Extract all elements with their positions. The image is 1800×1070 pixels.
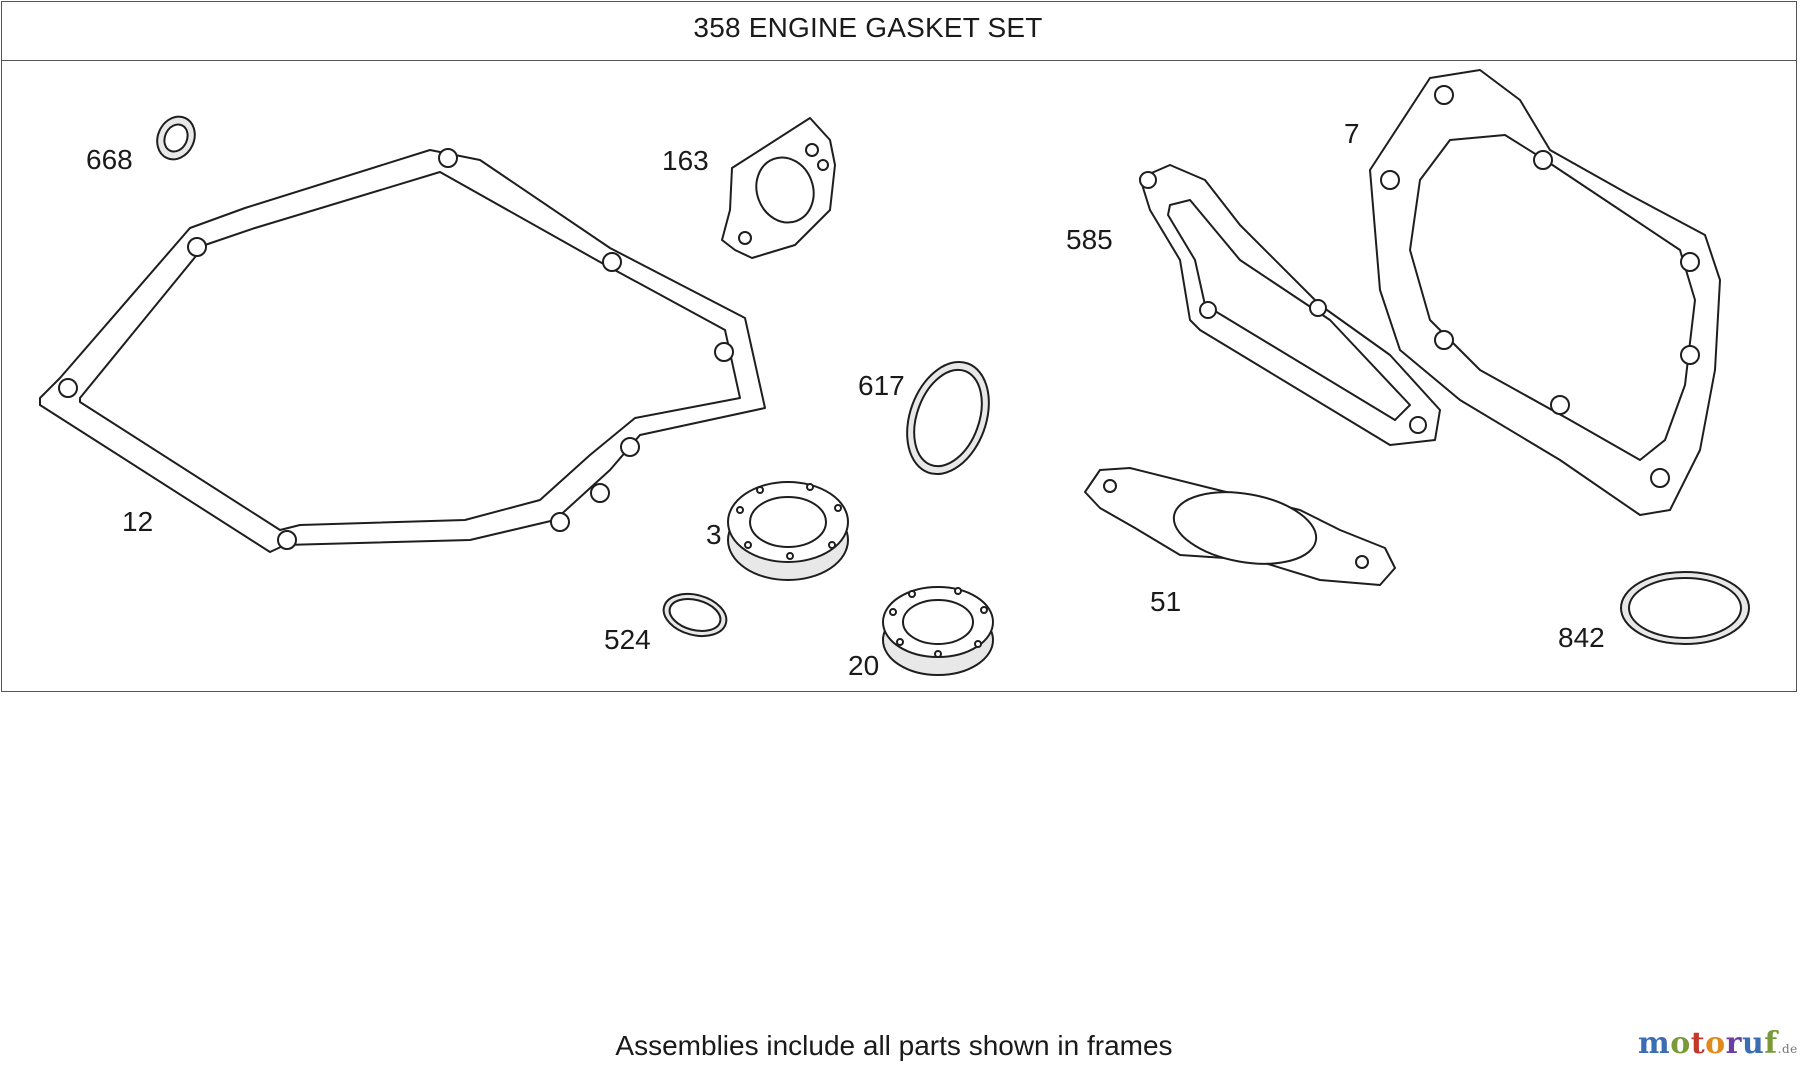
- callout-3[interactable]: 3: [706, 519, 722, 550]
- part-668-seal[interactable]: [150, 110, 201, 165]
- callout-20[interactable]: 20: [848, 650, 880, 681]
- callout-163[interactable]: 163: [662, 145, 709, 176]
- part-3-oil-seal[interactable]: [727, 481, 849, 581]
- callout-842[interactable]: 842: [1558, 622, 1605, 653]
- callout-668[interactable]: 668: [86, 144, 133, 175]
- parts-drawing: [39, 69, 1750, 676]
- part-7-head-gasket[interactable]: [1369, 69, 1721, 516]
- watermark-logo: motoruf.de: [1638, 1026, 1798, 1061]
- part-163-carburetor-gasket[interactable]: [721, 117, 836, 259]
- callout-12[interactable]: 12: [122, 506, 154, 537]
- footer-note: Assemblies include all parts shown in fr…: [615, 1030, 1173, 1061]
- part-51-exhaust-gasket[interactable]: [1084, 467, 1396, 586]
- watermark-tld: .de: [1777, 1042, 1798, 1056]
- diagram-title: 358 ENGINE GASKET SET: [693, 12, 1043, 43]
- part-524-o-ring[interactable]: [659, 587, 731, 642]
- part-617-o-ring[interactable]: [892, 351, 1003, 486]
- part-20-oil-seal[interactable]: [882, 586, 994, 676]
- part-842-o-ring[interactable]: [1620, 571, 1750, 645]
- callout-585[interactable]: 585: [1066, 224, 1113, 255]
- title-divider: [1, 60, 1797, 61]
- callout-51[interactable]: 51: [1150, 586, 1182, 617]
- part-12-crankcase-gasket[interactable]: [39, 148, 766, 553]
- callout-524[interactable]: 524: [604, 624, 651, 655]
- part-585-manifold-gasket[interactable]: [1139, 164, 1441, 446]
- callout-617[interactable]: 617: [858, 370, 905, 401]
- callout-7[interactable]: 7: [1344, 118, 1360, 149]
- assembly-frame: [1, 1, 1797, 692]
